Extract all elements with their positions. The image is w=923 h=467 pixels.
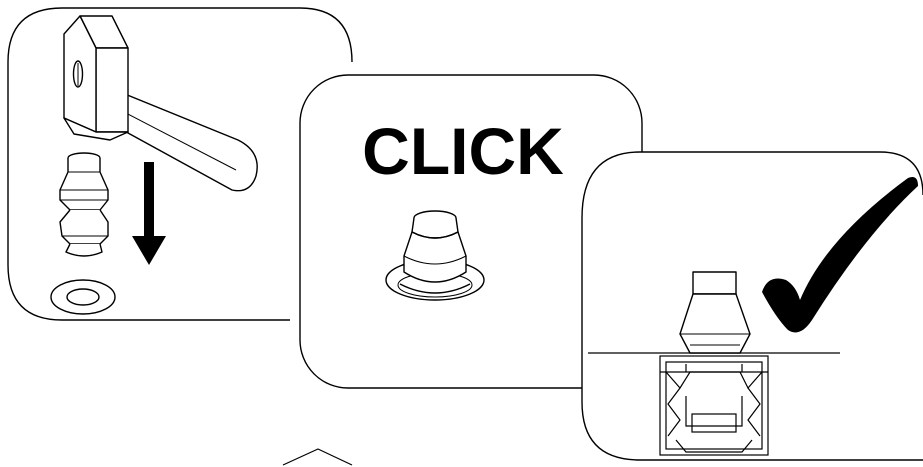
bumper-icon xyxy=(60,153,108,256)
panel-done xyxy=(582,152,923,460)
down-arrow-icon xyxy=(132,162,166,265)
partial-shape-outline xyxy=(283,449,352,465)
click-label: CLICK xyxy=(362,114,564,188)
washer-ring-icon xyxy=(51,280,115,314)
